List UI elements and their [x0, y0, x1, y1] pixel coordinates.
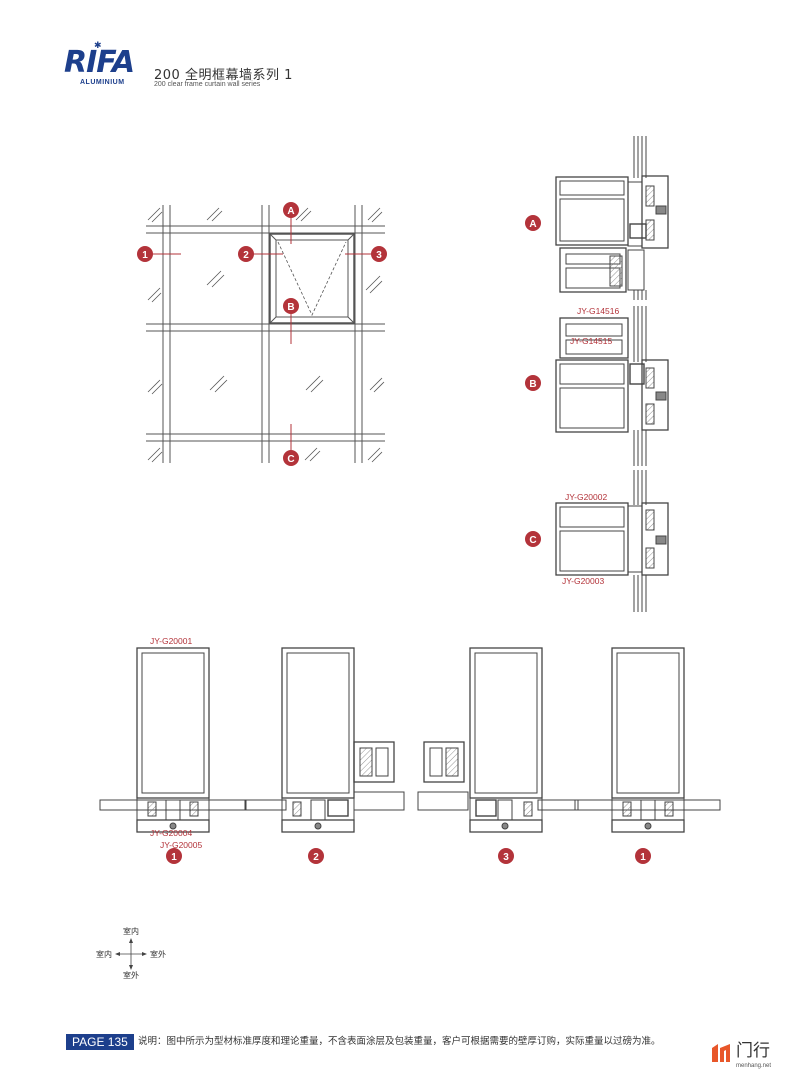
svg-text:1: 1	[142, 250, 148, 261]
svg-text:2: 2	[243, 250, 249, 261]
menhang-url: menhang.net	[736, 1063, 772, 1069]
compass-bottom-label: 室外	[123, 970, 139, 980]
footnote-text: 说明：图中所示为型材标准厚度和理论重量，不含表面涂层及包装重量，客户可根据需要的…	[138, 1036, 661, 1047]
elevation-callout-1: 1	[137, 246, 153, 262]
page-number-badge: PAGE 135	[66, 1034, 134, 1050]
svg-text:B: B	[529, 379, 536, 390]
elevation-callout-a: A	[283, 202, 299, 218]
section-a-detail	[555, 136, 669, 300]
elevation-callout-3: 3	[371, 246, 387, 262]
plan-callout-1-left: 1	[166, 848, 182, 864]
plan-callout-3: 3	[498, 848, 514, 864]
rifa-logo: ✱ RIFA ALUMINIUM	[64, 42, 154, 92]
part-label-jy-g20005: JY-G20005	[160, 840, 202, 850]
series-title: 200 全明框幕墙系列 1	[154, 68, 293, 83]
svg-text:C: C	[529, 535, 536, 546]
svg-text:A: A	[529, 219, 536, 230]
part-label-jy-g14516: JY-G14516	[577, 306, 619, 316]
part-label-jy-g20001: JY-G20001	[150, 636, 192, 646]
svg-text:3: 3	[503, 852, 509, 863]
plan-callout-2: 2	[308, 848, 324, 864]
logo-subtext: ALUMINIUM	[80, 79, 125, 86]
logo-star-icon: ✱	[94, 41, 102, 51]
plan-detail-2	[245, 647, 405, 833]
menhang-logo-icon	[712, 1044, 730, 1062]
svg-text:A: A	[287, 206, 294, 217]
elevation-callout-b: B	[283, 298, 299, 314]
compass-left-label: 室内	[96, 949, 112, 959]
plan-detail-1-left	[99, 647, 246, 833]
svg-text:3: 3	[376, 250, 382, 261]
svg-text:B: B	[287, 302, 294, 313]
part-label-jy-g20004: JY-G20004	[150, 828, 192, 838]
section-c-detail	[555, 470, 669, 612]
part-label-jy-g20002: JY-G20002	[565, 492, 607, 502]
elevation-view	[146, 205, 385, 463]
menhang-name: 门行	[736, 1041, 770, 1061]
elevation-callout-c: C	[283, 450, 299, 466]
compass-right-label: 室外	[150, 949, 166, 959]
plan-detail-1-right	[574, 647, 721, 833]
svg-text:1: 1	[171, 852, 177, 863]
section-b-callout: B	[525, 375, 541, 391]
part-label-jy-g14515: JY-G14515	[570, 336, 612, 346]
page-header: ✱ RIFA ALUMINIUM 200 全明框幕墙系列 1 200 clear…	[0, 0, 802, 110]
menhang-watermark: 门行 menhang.net	[710, 1040, 802, 1074]
series-subtitle: 200 clear frame curtain wall series	[154, 81, 261, 88]
plan-callout-1-right: 1	[635, 848, 651, 864]
svg-text:2: 2	[313, 852, 319, 863]
logo-wordmark: RIFA	[64, 45, 135, 80]
svg-text:1: 1	[640, 852, 646, 863]
technical-drawing: 1 2 3 A B C	[96, 136, 721, 980]
section-c-callout: C	[525, 531, 541, 547]
svg-text:C: C	[287, 454, 294, 465]
plan-detail-3	[417, 647, 579, 833]
section-b-detail	[555, 306, 669, 466]
part-label-jy-g20003: JY-G20003	[562, 576, 604, 586]
elevation-callout-2: 2	[238, 246, 254, 262]
section-a-callout: A	[525, 215, 541, 231]
orientation-compass: 室内 室内 室外 室外	[96, 926, 166, 980]
compass-top-label: 室内	[123, 926, 139, 936]
page-footer: PAGE 135 说明：图中所示为型材标准厚度和理论重量，不含表面涂层及包装重量…	[0, 1028, 802, 1080]
